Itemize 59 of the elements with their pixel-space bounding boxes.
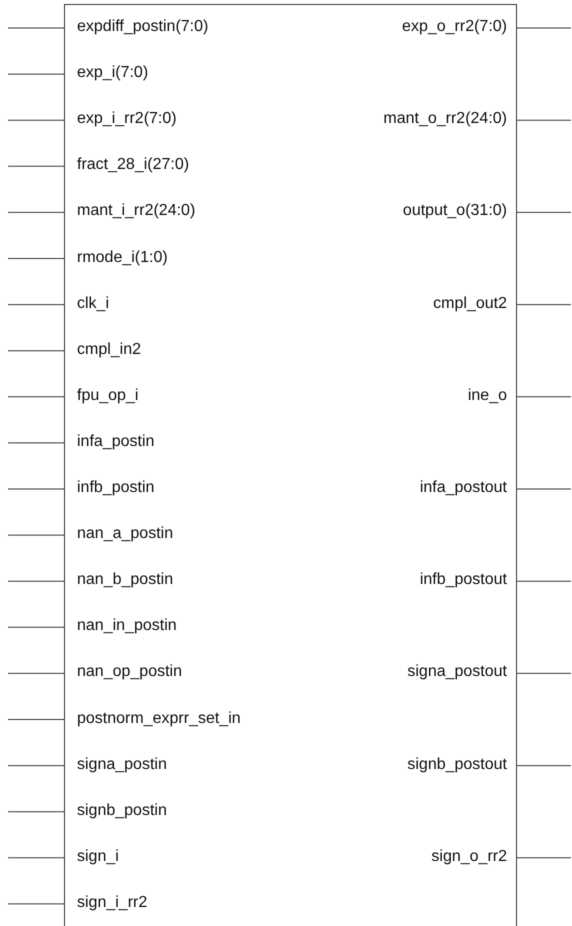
pin-line xyxy=(516,396,572,398)
port-name: nan_b_postin xyxy=(65,568,174,592)
port-name: signb_postout xyxy=(407,752,516,777)
port-name: signb_postin xyxy=(65,798,167,823)
port-name: signa_postin xyxy=(65,752,167,777)
pin-line xyxy=(8,350,66,352)
pin-line xyxy=(8,166,66,167)
pin-line xyxy=(8,765,66,766)
pin-line xyxy=(516,488,572,490)
port-name: exp_i_rr2(7:0) xyxy=(65,107,177,132)
port-name: infb_postin xyxy=(65,476,154,500)
port-name: output_o(31:0) xyxy=(402,199,516,224)
port-name: postnorm_exprr_set_in xyxy=(65,706,241,730)
pin-line xyxy=(8,258,66,259)
pin-line xyxy=(8,120,66,121)
pin-line xyxy=(8,74,66,75)
port-name: infa_postout xyxy=(420,476,516,500)
port-name: clk_i xyxy=(65,292,110,316)
pin-line xyxy=(8,626,66,628)
pin-line xyxy=(8,719,66,720)
pin-line xyxy=(8,304,66,306)
port-name: exp_i(7:0) xyxy=(65,61,148,86)
port-name: nan_op_postin xyxy=(65,660,182,684)
port-name: nan_a_postin xyxy=(65,522,174,546)
port-name: fpu_op_i xyxy=(65,384,138,408)
pin-line xyxy=(516,120,572,121)
pin-line xyxy=(8,903,66,904)
pin-line xyxy=(8,857,66,858)
pin-line xyxy=(516,304,572,306)
port-name: infa_postin xyxy=(65,430,154,454)
pin-line xyxy=(8,442,66,444)
pin-line xyxy=(8,811,66,812)
port-name: cmpl_in2 xyxy=(65,338,142,362)
port-name: fract_28_i(27:0) xyxy=(65,153,190,178)
port-name: nan_in_postin xyxy=(65,614,177,638)
pin-line xyxy=(516,580,572,582)
pin-line xyxy=(8,534,66,536)
port-name: mant_o_rr2(24:0) xyxy=(383,107,516,132)
pin-line xyxy=(8,396,66,398)
pin-line xyxy=(516,212,572,213)
port-name: sign_o_rr2 xyxy=(431,844,516,869)
pin-line xyxy=(516,857,572,858)
pin-line xyxy=(8,580,66,582)
port-name: infb_postout xyxy=(420,568,516,592)
pin-line xyxy=(516,672,572,674)
pin-line xyxy=(8,672,66,674)
port-name: sign_i xyxy=(65,844,119,869)
port-name: expdiff_postin(7:0) xyxy=(65,15,208,39)
pin-line xyxy=(8,212,66,213)
port-name: rmode_i(1:0) xyxy=(65,246,168,270)
port-name: mant_i_rr2(24:0) xyxy=(65,199,196,224)
port-name: ine_o xyxy=(468,384,516,408)
pin-line xyxy=(516,765,572,766)
port-name: exp_o_rr2(7:0) xyxy=(402,15,516,39)
port-name: sign_i_rr2 xyxy=(65,890,148,915)
port-name: cmpl_out2 xyxy=(433,292,516,316)
port-name: signa_postout xyxy=(407,660,516,684)
block-symbol xyxy=(64,4,517,926)
pin-line xyxy=(8,488,66,490)
